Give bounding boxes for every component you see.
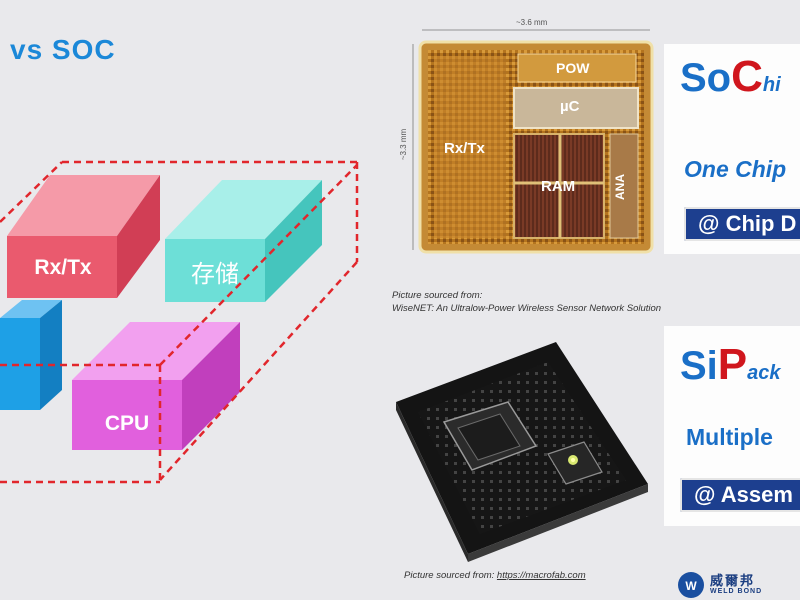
chip-width-label: ~3.6 mm [516, 18, 548, 27]
dashed-chip-outline [0, 160, 359, 484]
rxtx-label: Rx/Tx [34, 256, 92, 279]
storage-label: 存储 [191, 260, 239, 288]
caption-bottom: Picture sourced from: https://macrofab.c… [404, 569, 586, 582]
storage-block [165, 180, 322, 302]
weld-bond-logo: W 威爾邦 WELD BOND [676, 568, 776, 600]
region-ram: RAM [541, 178, 576, 195]
logo-chinese: 威爾邦 [710, 574, 756, 589]
sip-module-photo [388, 342, 650, 562]
sip-letters-a: Si [680, 344, 718, 388]
region-rxtx: Rx/Tx [444, 140, 485, 157]
region-ana: ANA [613, 174, 627, 200]
sip-badge: @ Assem [680, 478, 800, 512]
caption-bottom-prefix: Picture sourced from: [404, 570, 497, 581]
soc-subtitle: One Chip [684, 156, 787, 182]
logo-english: WELD BOND [710, 588, 763, 595]
caption-top-line2: WiseNET: An Ultralow-Power Wireless Sens… [392, 303, 662, 314]
svg-text:W: W [685, 579, 697, 593]
cpu-label: CPU [104, 412, 150, 435]
chip-height-label: ~3.3 mm [399, 128, 409, 161]
sip-subtitle: Multiple [686, 424, 773, 450]
region-pow: POW [556, 60, 590, 76]
slide-title: vs SOC [10, 34, 116, 65]
block-diagram [0, 160, 359, 484]
sip-letter-p: P [717, 340, 748, 389]
soc-letters-a: So [680, 56, 732, 100]
logo-mark-icon: W [678, 572, 704, 598]
rxtx-block [7, 175, 160, 298]
soc-letters-hi: hi [762, 74, 781, 96]
sip-letters-ack: ack [747, 362, 781, 384]
caption-top: Picture sourced from: WiseNET: An Ultral… [392, 289, 661, 315]
region-uc: µC [560, 98, 580, 115]
sip-heading: SiPack [680, 340, 781, 390]
soc-letter-c: C [731, 52, 763, 101]
chip-die-photo: ~3.6 mm ~3.3 mm POW µC Rx/Tx RAM ANA [399, 18, 660, 260]
caption-top-line1: Picture sourced from: [392, 290, 483, 301]
caption-bottom-link[interactable]: https://macrofab.com [496, 570, 586, 581]
soc-badge: @ Chip D [684, 207, 800, 241]
soc-heading: SoChi [680, 52, 781, 102]
blue-block [0, 300, 62, 410]
